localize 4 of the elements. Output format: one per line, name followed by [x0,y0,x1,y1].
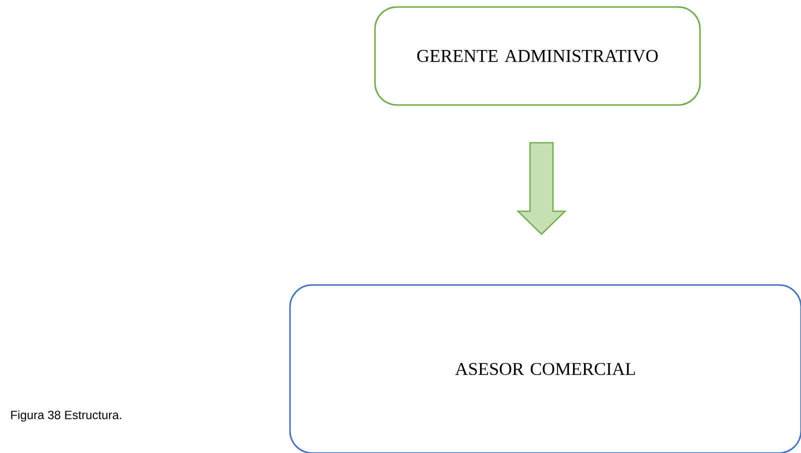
figure-caption: Figura 38 Estructura. [11,410,122,422]
org-box: GERENTE ADMINISTRATIVO [374,6,701,106]
org-box: ASESOR COMERCIAL [289,284,801,453]
block-arrow [516,142,567,236]
